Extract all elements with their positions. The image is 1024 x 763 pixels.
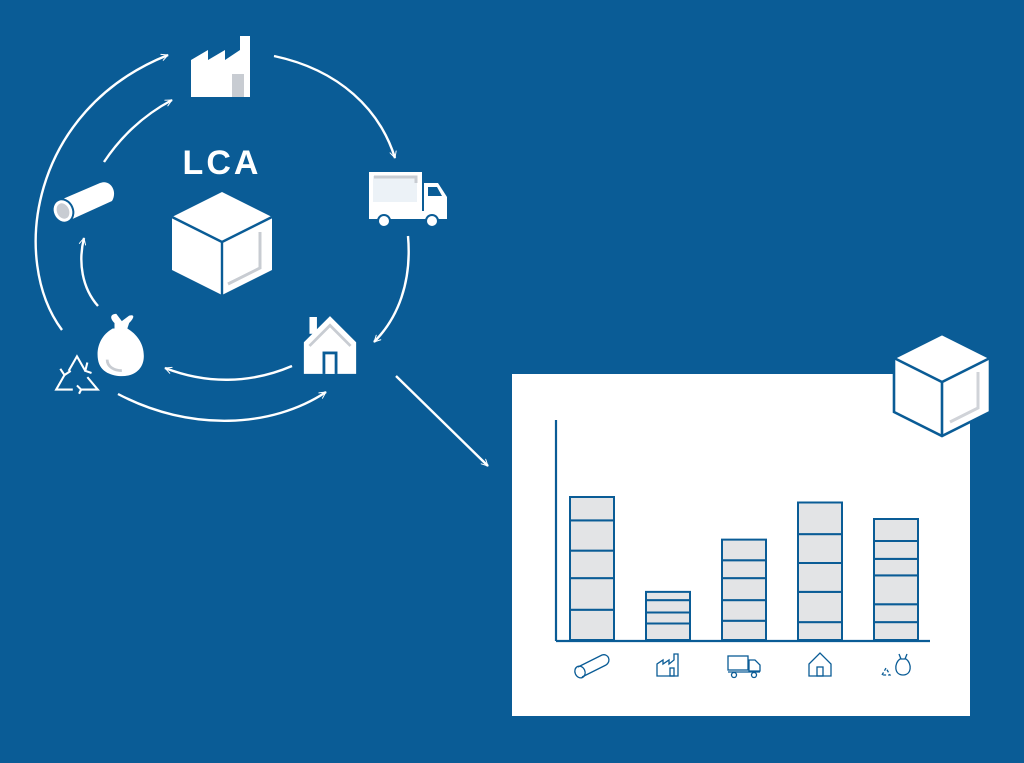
bar-segment-transport-4 (721, 559, 767, 580)
arrow-to-results (395, 375, 489, 467)
cycle-arrow-factory-to-truck (273, 54, 397, 159)
bar-segment-use-4 (797, 533, 843, 564)
truck-icon (727, 655, 761, 679)
bar-segment-manufacturing-3 (645, 599, 691, 614)
waste-bag-icon (96, 312, 146, 378)
cycle-arrow-recycle-to-house (117, 391, 327, 422)
cycle-arrow-log-to-factory-inner (103, 98, 173, 163)
bar-group (569, 496, 919, 641)
x-axis-icons (574, 652, 911, 679)
bar-segment-end-of-life-6 (873, 518, 919, 542)
bar-segment-manufacturing-2 (645, 611, 691, 625)
bar-segment-manufacturing-1 (645, 622, 691, 641)
bar-segment-use-3 (797, 562, 843, 593)
cycle-arrow-log-to-factory (34, 53, 169, 331)
bar-segment-raw-material-2 (569, 577, 615, 611)
bar-segment-transport-3 (721, 577, 767, 602)
truck-icon (368, 170, 448, 230)
cycle-arrow-house-to-bag (164, 364, 293, 381)
product-cube-icon (171, 192, 273, 295)
bar-segment-manufacturing-4 (645, 590, 691, 602)
bar-segment-transport-5 (721, 538, 767, 562)
cycle-arrow-truck-to-house (373, 235, 410, 343)
bar-segment-use-2 (797, 590, 843, 624)
bar-segment-transport-1 (721, 619, 767, 641)
bar-segment-use-5 (797, 501, 843, 536)
bar-segment-use-1 (797, 621, 843, 641)
waste-bag-recycle-icon (880, 653, 911, 676)
factory-icon (191, 36, 250, 97)
recycle-icon (55, 355, 99, 395)
house-icon (302, 314, 358, 376)
raw-material-log-icon (574, 654, 610, 679)
diagram-title: LCA (183, 144, 262, 182)
house-icon (808, 652, 832, 677)
bar-segment-raw-material-1 (569, 608, 615, 641)
results-panel (512, 332, 992, 716)
lca-cycle: LCA (34, 36, 448, 422)
bar-segment-raw-material-4 (569, 519, 615, 552)
raw-material-log-icon (47, 181, 116, 226)
bar-segment-end-of-life-4 (873, 557, 919, 577)
bar-segment-transport-2 (721, 599, 767, 622)
bar-segment-end-of-life-3 (873, 574, 919, 606)
factory-icon (656, 653, 679, 677)
bar-segment-raw-material-5 (569, 496, 615, 522)
panel-cube-icon (892, 332, 992, 438)
bar-segment-raw-material-3 (569, 549, 615, 580)
bar-segment-end-of-life-1 (873, 621, 919, 641)
bar-segment-end-of-life-5 (873, 540, 919, 560)
bar-segment-end-of-life-2 (873, 603, 919, 624)
cycle-arrow-bag-to-log (78, 237, 99, 307)
